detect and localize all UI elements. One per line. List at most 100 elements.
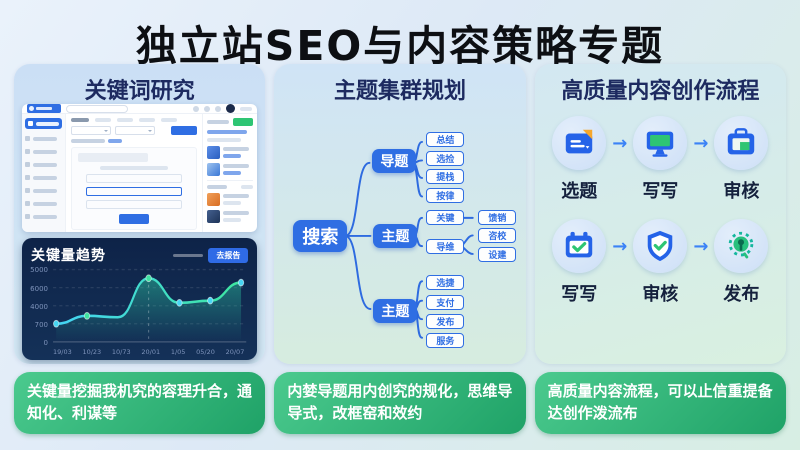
workflow-grid: 选题 → 写写 → <box>535 102 786 306</box>
mindmap-leaf: 导维 <box>426 239 465 254</box>
thumbnail <box>207 210 221 223</box>
list-item[interactable] <box>207 163 253 176</box>
panel-workflow-title: 高质量内容创作流程 <box>561 79 760 104</box>
workflow-step: 写写 <box>628 116 693 203</box>
sidebar-item-active[interactable] <box>25 118 62 129</box>
briefcase-icon <box>714 116 769 170</box>
mindmap-leaf: 服务 <box>426 333 465 348</box>
tab[interactable] <box>117 118 133 122</box>
shield-check-icon <box>633 219 688 273</box>
keyword-form <box>71 147 198 230</box>
bell-icon[interactable] <box>193 105 200 112</box>
search-button[interactable] <box>171 126 198 135</box>
sidebar-item[interactable] <box>25 174 62 181</box>
dashboard-main <box>66 114 204 232</box>
topic-mindmap: 搜索 导题 主题 主题 总结 选捡 提栈 按律 关键 导维 馈销 咨校 设建 选… <box>274 102 525 364</box>
y-axis-labels: 5000 6000 4000 700 0 <box>30 266 48 347</box>
mindmap-subleaf: 设建 <box>478 247 517 262</box>
chart-cta-button[interactable]: 去报告 <box>208 247 249 263</box>
mindmap-leaf: 总结 <box>426 132 465 147</box>
link-text[interactable] <box>108 139 122 143</box>
mindmap-branch: 主题 <box>373 224 418 248</box>
sidebar-item[interactable] <box>25 135 62 142</box>
sidebar-item[interactable] <box>25 148 62 155</box>
mindmap-leaf: 选捡 <box>426 151 465 166</box>
help-icon[interactable] <box>204 105 211 112</box>
mindmap-branch: 主题 <box>373 299 418 323</box>
text-field[interactable] <box>85 200 183 209</box>
mindmap-leaf: 发布 <box>426 314 465 329</box>
mindmap-subleaf: 馈销 <box>478 210 517 225</box>
caption-workflow: 高质量内容流程，可以止信重提备达创作泼流布 <box>534 372 786 434</box>
filter-select[interactable] <box>71 126 111 135</box>
workflow-step-label: 写写 <box>642 181 679 202</box>
page-title: 独立站SEO与内容策略专题 <box>135 22 665 70</box>
app-logo <box>27 104 61 113</box>
logo-icon <box>29 106 34 111</box>
tab[interactable] <box>95 118 111 122</box>
panel-topic-cluster: 主题集群规划 <box>274 64 526 364</box>
column-keyword: 关键词研究 <box>14 64 266 434</box>
sidebar-item[interactable] <box>25 213 62 220</box>
sidebar-item[interactable] <box>25 161 62 168</box>
filter-select[interactable] <box>115 126 155 135</box>
mindmap-leaf: 关键 <box>426 210 465 225</box>
gear-icon[interactable] <box>215 105 222 112</box>
text-field-focused[interactable] <box>85 187 183 196</box>
search-input[interactable] <box>66 104 128 113</box>
mindmap-leaf: 支付 <box>426 295 465 310</box>
dashboard-sidebar <box>22 114 66 232</box>
mindmap-branch: 导题 <box>372 149 417 173</box>
caption-cluster: 内婪导题用内创究的规化，思维导导式，改框窑和效约 <box>274 372 526 434</box>
mindmap-subleaf: 咨校 <box>478 228 517 243</box>
keyword-trend-chart: 关键量趋势 去报告 5000 6000 4000 700 0 <box>22 238 258 360</box>
list-item[interactable] <box>207 210 253 223</box>
workflow-step-label: 选题 <box>561 181 598 202</box>
dashboard-right-rail <box>203 114 257 232</box>
mindmap-leaf: 按律 <box>426 188 465 203</box>
chart-legend-note <box>173 253 204 257</box>
workflow-step-label: 审核 <box>723 181 760 202</box>
arrow-right-icon: → <box>612 133 628 154</box>
column-workflow: 高质量内容创作流程 选题 → <box>534 64 786 434</box>
thumbnail <box>207 193 221 206</box>
tab[interactable] <box>71 118 89 122</box>
tab[interactable] <box>161 118 177 122</box>
arrow-right-icon: → <box>693 133 709 154</box>
document-icon <box>552 116 607 170</box>
workflow-step-label: 审核 <box>642 284 679 305</box>
keyword-tool-screenshot <box>22 104 258 232</box>
thumbnail <box>207 163 221 176</box>
subscribe-button[interactable] <box>233 118 254 126</box>
workflow-step: 选题 <box>547 116 612 203</box>
chart-title: 关键量趋势 <box>31 248 106 264</box>
list-item[interactable] <box>207 146 253 159</box>
workflow-step: 审核 <box>709 116 774 203</box>
workflow-step-label: 写写 <box>561 284 598 305</box>
panel-cluster-title: 主题集群规划 <box>333 79 466 104</box>
calendar-check-icon <box>552 219 607 273</box>
panel-keyword-research: 关键词研究 <box>14 64 266 364</box>
gear-key-icon <box>714 219 769 273</box>
mindmap-root: 搜索 <box>293 220 348 252</box>
thumbnail <box>207 146 221 159</box>
tab-bar <box>71 118 197 122</box>
mindmap-leaf: 提栈 <box>426 169 465 184</box>
tab[interactable] <box>139 118 155 122</box>
list-item[interactable] <box>207 193 253 206</box>
arrow-right-icon: → <box>693 236 709 257</box>
workflow-step: 写写 <box>547 219 612 306</box>
dashboard-topbar <box>22 104 258 114</box>
sidebar-item[interactable] <box>25 187 62 194</box>
mindmap-leaf: 选捷 <box>426 275 465 290</box>
columns: 关键词研究 <box>0 64 800 434</box>
workflow-step-label: 发布 <box>723 284 760 305</box>
column-cluster: 主题集群规划 <box>274 64 526 434</box>
sidebar-item[interactable] <box>25 200 62 207</box>
submit-button[interactable] <box>119 214 150 224</box>
monitor-icon <box>633 116 688 170</box>
text-field[interactable] <box>85 174 183 183</box>
workflow-step: 审核 <box>628 219 693 306</box>
avatar[interactable] <box>226 104 236 113</box>
